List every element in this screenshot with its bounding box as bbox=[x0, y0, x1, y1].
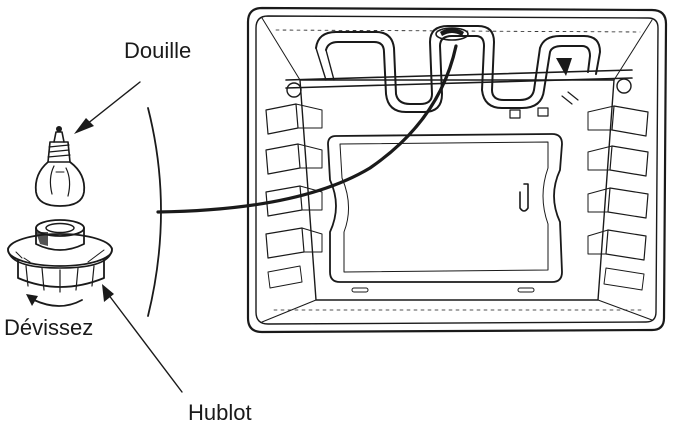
lamp-cover-label: Hublot bbox=[188, 400, 252, 425]
right-shelf-runners bbox=[587, 105, 649, 291]
unscrew-label: Dévissez bbox=[4, 315, 94, 340]
left-shelf-runners bbox=[265, 103, 323, 289]
bulb-icon bbox=[34, 126, 86, 207]
oven-cavity bbox=[246, 6, 668, 334]
back-panel bbox=[327, 133, 563, 293]
bulb-location-leader bbox=[156, 44, 458, 214]
unscrew-arrow-icon bbox=[26, 294, 83, 307]
socket-label: Douille bbox=[124, 38, 192, 63]
grill-element bbox=[285, 25, 633, 119]
socket-leader-arrow bbox=[74, 81, 141, 134]
lamp-cover-icon bbox=[7, 219, 113, 293]
door-edge-arc bbox=[147, 107, 162, 317]
cover-leader-arrow bbox=[102, 284, 183, 393]
